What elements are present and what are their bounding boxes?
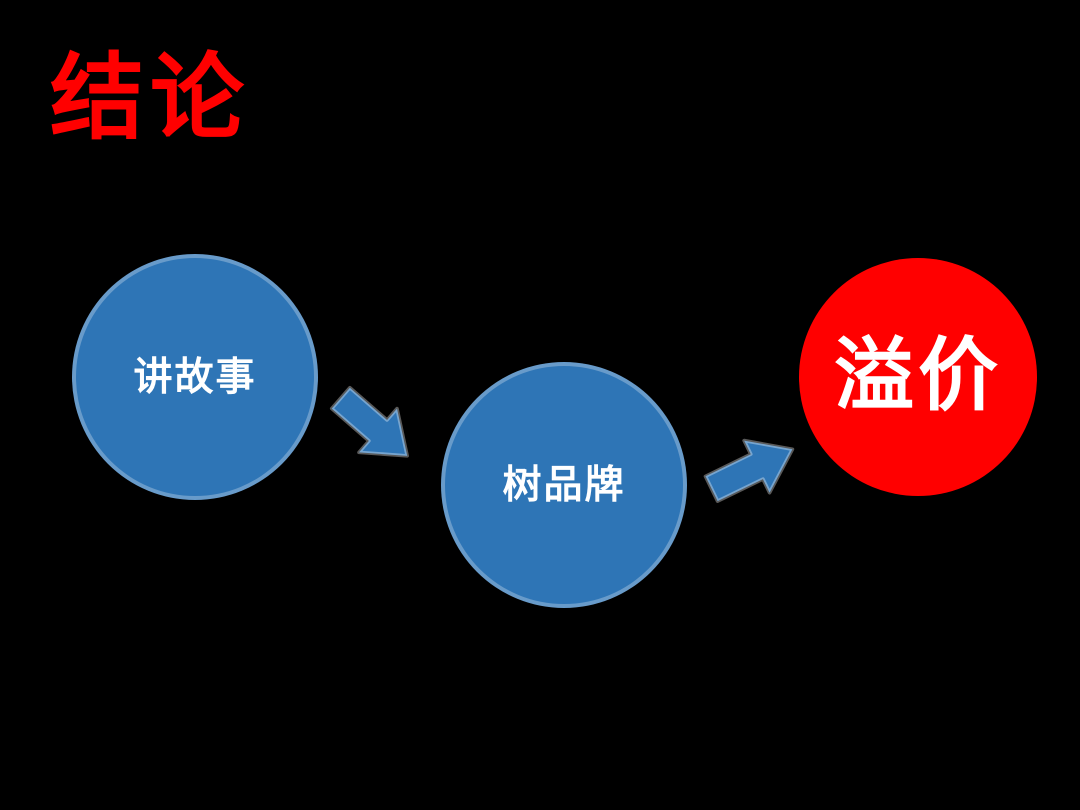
arrow-down-right-outline <box>329 385 409 458</box>
node-premium: 溢价 <box>799 258 1037 496</box>
arrow-down-right-shape <box>331 387 408 456</box>
arrow-up-right-shape <box>705 440 793 502</box>
arrow-up-right-icon <box>703 438 795 503</box>
node-tell-story-label: 讲故事 <box>133 355 257 399</box>
node-premium-label: 溢价 <box>834 333 1002 421</box>
node-tell-story: 讲故事 <box>72 254 318 500</box>
node-build-brand: 树品牌 <box>441 362 687 608</box>
slide-title: 结论 <box>50 47 251 151</box>
arrow-down-right-icon <box>329 385 409 458</box>
arrow-up-right-outline <box>703 438 795 503</box>
node-build-brand-label: 树品牌 <box>502 463 626 507</box>
